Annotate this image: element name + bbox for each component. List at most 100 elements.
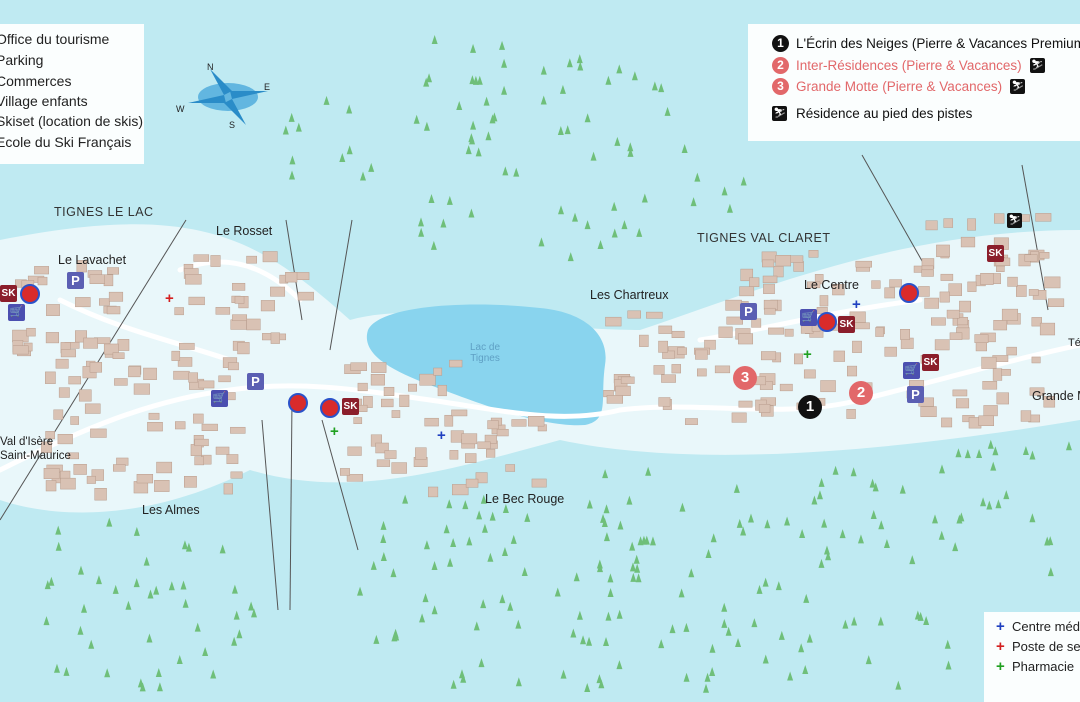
building [260,300,275,312]
building [768,327,785,335]
tree [839,529,846,539]
skiset-icon[interactable]: SK [0,285,17,302]
esf-icon[interactable] [320,398,340,418]
esf-icon[interactable] [817,312,837,332]
tree [832,465,839,475]
tree [180,580,187,590]
tree [480,494,487,504]
building [1039,322,1056,336]
tree [616,64,623,74]
tree [431,35,438,45]
tree [1047,567,1054,577]
first-aid-icon[interactable]: + [165,290,174,307]
skiset-icon[interactable]: SK [342,398,359,415]
tree [510,534,517,544]
medical-center-icon[interactable]: + [437,427,446,444]
building [952,389,968,397]
medical-center-icon[interactable]: + [852,296,861,313]
tree [168,581,175,591]
building [820,380,836,393]
tree [219,544,226,554]
tree [499,594,506,604]
building [270,286,286,297]
tree [990,461,997,471]
building [194,456,205,466]
tree [182,598,189,608]
building [113,464,126,472]
building [946,309,960,319]
compass-rose [188,69,268,125]
residence-3-label: Grande Motte (Pierre & Vacances) [796,79,1003,94]
lake-label: Lac de Tignes [470,342,500,364]
place-chartreux: Les Chartreux [590,288,669,302]
building [433,367,443,376]
tree [627,142,634,152]
lift-lines [0,154,1049,611]
tree [231,584,238,594]
skiset-icon[interactable]: SK [838,316,855,333]
tree [679,502,686,512]
tree [489,511,496,521]
marker-residence-3[interactable]: 3 [733,366,757,390]
tree [636,227,643,237]
building [75,297,91,308]
tree [77,625,84,635]
tree [478,658,485,668]
building [90,428,107,438]
esf-icon[interactable] [288,393,308,413]
pharmacy-icon[interactable]: + [330,423,339,440]
tree [629,562,636,572]
legend-secours: +Poste de secours [996,638,1080,655]
building [505,464,516,472]
ski-icon: ⛷ [1010,79,1026,94]
building [739,286,755,297]
building [218,375,231,383]
building [982,381,998,390]
esf-icon[interactable] [899,283,919,303]
tree [346,104,353,114]
shopping-cart-icon[interactable]: 🛒 [211,390,228,407]
building [215,446,230,455]
tree [469,75,476,85]
marker-residence-1[interactable]: 1 [798,395,822,419]
tree [468,133,475,143]
parking-icon[interactable]: P [67,272,84,289]
building [175,421,186,430]
tree [605,611,612,621]
building [957,316,968,326]
building [143,367,157,380]
pharmacy-icon[interactable]: + [803,346,812,363]
building [75,330,87,343]
building [764,307,776,315]
tree [605,75,612,85]
tree [210,669,217,679]
shopping-cart-icon[interactable]: 🛒 [8,304,25,321]
tree [762,654,769,664]
parking-icon[interactable]: P [907,386,924,403]
parking-icon[interactable]: P [740,303,757,320]
legend-pharmacie: +Pharmacie [996,658,1074,675]
tree [194,622,201,632]
tree [658,639,665,649]
tree [751,618,758,628]
skiset-icon[interactable]: SK [987,245,1004,262]
parking-icon[interactable]: P [247,373,264,390]
shopping-cart-icon[interactable]: 🛒 [903,362,920,379]
building [1024,254,1038,262]
tree [521,567,528,577]
tree [590,151,597,161]
skiset-icon[interactable]: SK [922,354,939,371]
tree [557,125,564,135]
building [198,380,215,389]
esf-icon[interactable] [20,284,40,304]
tree [233,610,240,620]
building [1006,346,1017,356]
tree [540,65,547,75]
compass-e: E [264,82,271,92]
building [185,274,202,285]
marker-residence-2[interactable]: 2 [849,381,873,405]
shopping-cart-icon[interactable]: 🛒 [800,309,817,326]
building [363,396,373,408]
tree [560,669,567,679]
building [884,346,897,357]
